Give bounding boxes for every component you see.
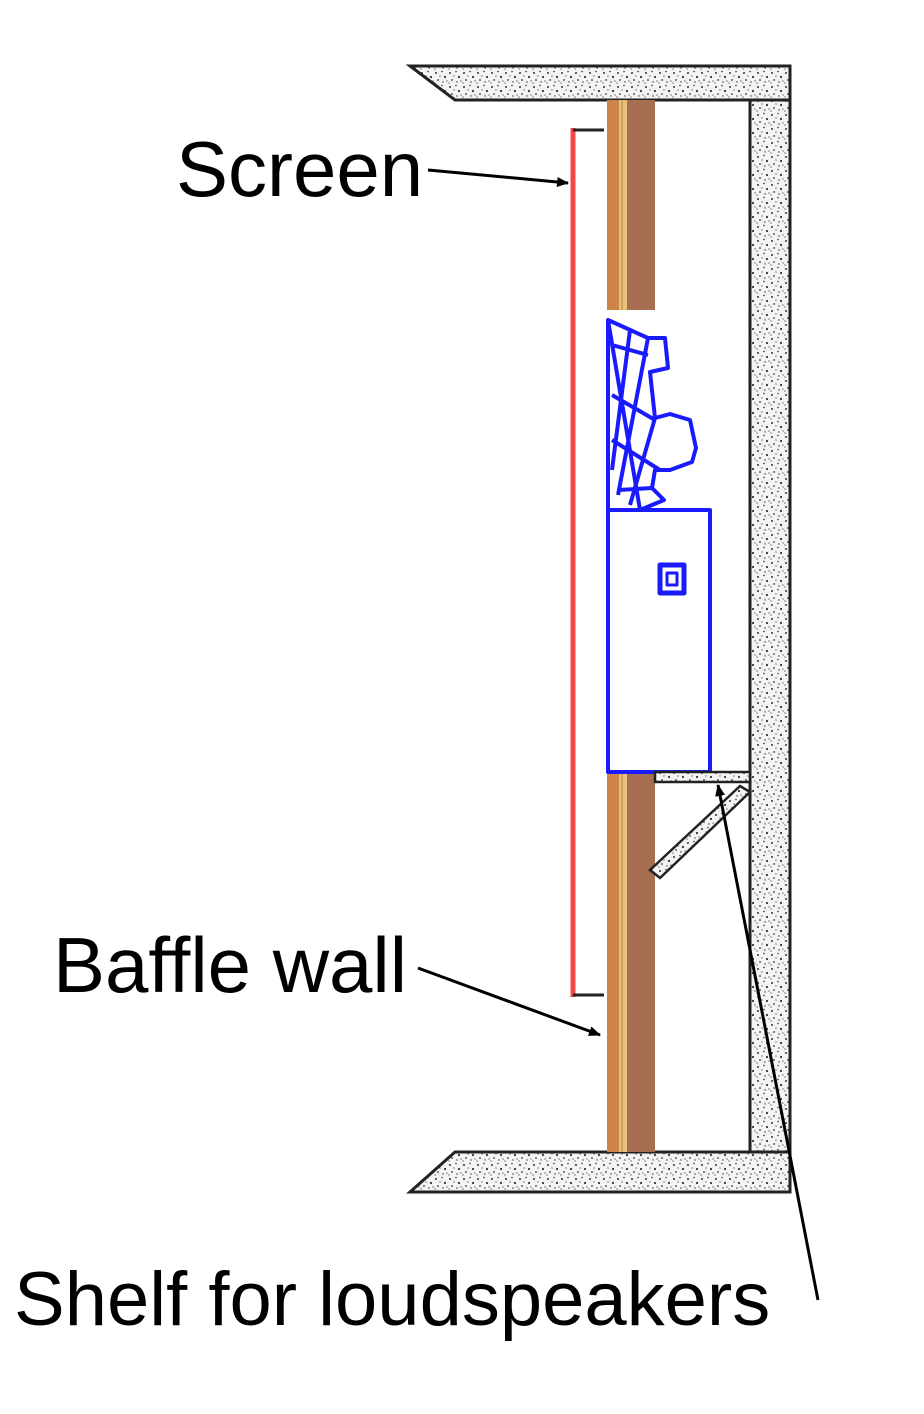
top-slab <box>405 64 792 102</box>
loudspeaker-cabinet <box>606 508 712 774</box>
screen <box>570 128 604 997</box>
baffle-wall-leader <box>417 966 601 1037</box>
shelf-bracket <box>648 784 753 880</box>
shelf-leader <box>715 784 820 1301</box>
loudspeaker <box>606 318 712 774</box>
baffle-wall-lower <box>607 772 655 1152</box>
label-baffle-wall: Baffle wall <box>53 921 407 1009</box>
shelf-top <box>653 770 752 784</box>
bottom-slab <box>406 1150 792 1194</box>
label-shelf-for-loudspeakers: Shelf for loudspeakers <box>14 1257 770 1342</box>
baffle-wall-upper <box>607 100 655 310</box>
concrete-structure <box>405 64 792 1194</box>
leader-lines <box>417 168 820 1301</box>
label-screen: Screen <box>176 125 423 213</box>
loudspeaker-horn <box>606 318 698 512</box>
baffle-wall <box>607 100 655 1152</box>
back-wall <box>748 98 792 1157</box>
loudspeaker-port <box>657 562 687 596</box>
screen-leader <box>427 168 569 187</box>
loudspeaker-shelf <box>648 770 753 880</box>
